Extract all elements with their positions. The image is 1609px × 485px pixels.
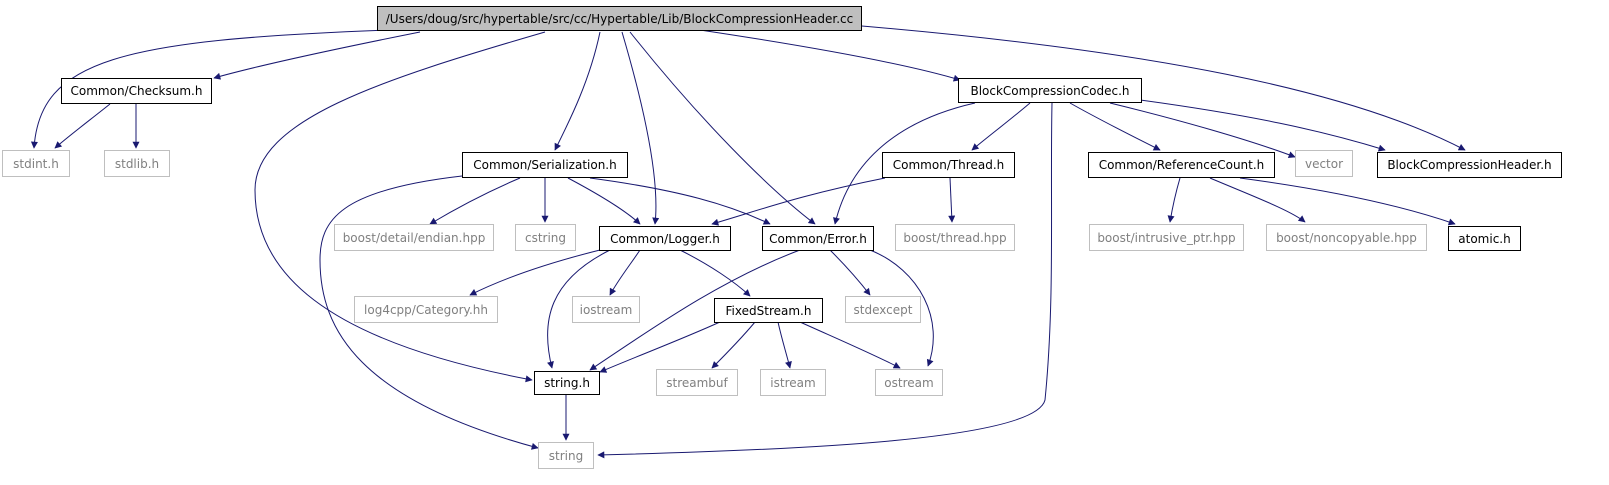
atomic-node[interactable]: atomic.h: [1448, 226, 1521, 251]
checksum-node[interactable]: Common/Checksum.h: [61, 78, 212, 104]
edge-root-stdint: [30, 29, 389, 149]
edge-root-error: [629, 31, 816, 225]
edge-thread-logger: [711, 177, 886, 226]
edge-root-logger: [621, 31, 660, 225]
log4cpp-node: log4cpp/Category.hh: [354, 296, 498, 323]
edge-serialization-logger: [567, 177, 641, 225]
edge-codec-error: [833, 102, 976, 225]
root-file-node[interactable]: /Users/doug/src/hypertable/src/cc/Hypert…: [377, 6, 862, 31]
edge-error-stdexcept: [829, 249, 871, 296]
string-h-node[interactable]: string.h: [534, 371, 600, 395]
edge-error-stringh: [589, 249, 801, 371]
edge-fixedstream-ostream: [799, 321, 901, 369]
edge-fixedstream-istream: [777, 321, 792, 369]
stdint-node: stdint.h: [2, 150, 70, 177]
string-node: string: [538, 442, 594, 469]
istream-node: istream: [760, 369, 826, 396]
edge-codec-string: [597, 102, 1053, 459]
edge-codec-vector: [1109, 102, 1296, 159]
noncopyable-node: boost/noncopyable.hpp: [1266, 224, 1427, 251]
vector-node: vector: [1295, 150, 1353, 177]
edge-refcount-intrusive: [1167, 177, 1181, 223]
edge-logger-iostream: [609, 249, 641, 296]
ostream-node: ostream: [875, 369, 943, 396]
serialization-node[interactable]: Common/Serialization.h: [462, 152, 628, 178]
edge-codec-refcount: [1069, 102, 1161, 151]
edge-serialization-string: [319, 175, 539, 450]
error-node[interactable]: Common/Error.h: [762, 226, 874, 251]
intrusive-ptr-node: boost/intrusive_ptr.hpp: [1089, 224, 1244, 251]
cstring-node: cstring: [515, 224, 576, 251]
edge-root-serialization: [554, 31, 601, 151]
edge-serialization-error: [589, 177, 771, 225]
edge-error-ostream: [869, 249, 934, 367]
edge-codec-header: [1139, 99, 1386, 152]
refcount-node[interactable]: Common/ReferenceCount.h: [1088, 152, 1275, 178]
edge-thread-boostthread: [948, 177, 956, 223]
edge-codec-thread: [971, 102, 1031, 151]
edge-root-header: [849, 24, 1466, 151]
stdexcept-node: stdexcept: [845, 296, 921, 323]
edge-root-codec: [699, 29, 961, 82]
edge-root-checksum: [213, 31, 421, 80]
edge-logger-stringh: [547, 249, 611, 369]
iostream-node: iostream: [572, 296, 640, 323]
edge-fixedstream-streambuf: [711, 321, 756, 369]
header-node[interactable]: BlockCompressionHeader.h: [1377, 152, 1562, 178]
stdlib-node: stdlib.h: [104, 150, 170, 177]
boost-thread-node: boost/thread.hpp: [895, 224, 1015, 251]
edge-fixedstream-stringh: [599, 321, 721, 373]
edge-root-stringh: [254, 31, 546, 383]
fixedstream-node[interactable]: FixedStream.h: [714, 298, 823, 323]
edge-serialization-endian: [429, 177, 521, 225]
thread-node[interactable]: Common/Thread.h: [882, 152, 1015, 178]
edge-refcount-atomic: [1239, 177, 1456, 226]
streambuf-node: streambuf: [656, 369, 738, 396]
edge-refcount-noncopyable: [1209, 177, 1306, 223]
codec-node[interactable]: BlockCompressionCodec.h: [958, 78, 1142, 103]
logger-node[interactable]: Common/Logger.h: [599, 226, 731, 251]
edge-logger-fixedstream: [679, 249, 751, 297]
endian-node: boost/detail/endian.hpp: [334, 224, 494, 251]
edge-logger-log4cpp: [469, 249, 601, 296]
edge-checksum-stdint: [54, 103, 111, 149]
